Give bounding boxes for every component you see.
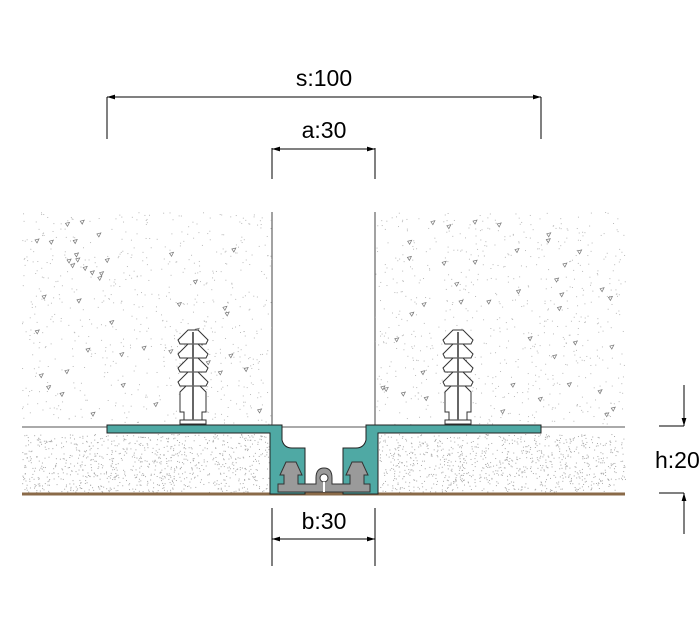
rubber-insert <box>277 461 371 493</box>
dimension-h-label: h:20 <box>655 447 700 473</box>
anchor-dowels <box>177 329 474 425</box>
anchor-dowel <box>177 329 209 425</box>
anchor-dowel <box>442 329 474 425</box>
dimension-b-label: b:30 <box>302 508 347 534</box>
dimension-a <box>271 146 376 179</box>
dimension-s-label: s:100 <box>296 65 352 91</box>
aluminium-profile <box>106 424 542 495</box>
dimension-a-label: a:30 <box>302 117 347 143</box>
concrete-slab <box>22 212 626 427</box>
dimension-h <box>659 385 687 534</box>
dimension-s <box>106 94 542 139</box>
dimension-b <box>271 508 376 566</box>
